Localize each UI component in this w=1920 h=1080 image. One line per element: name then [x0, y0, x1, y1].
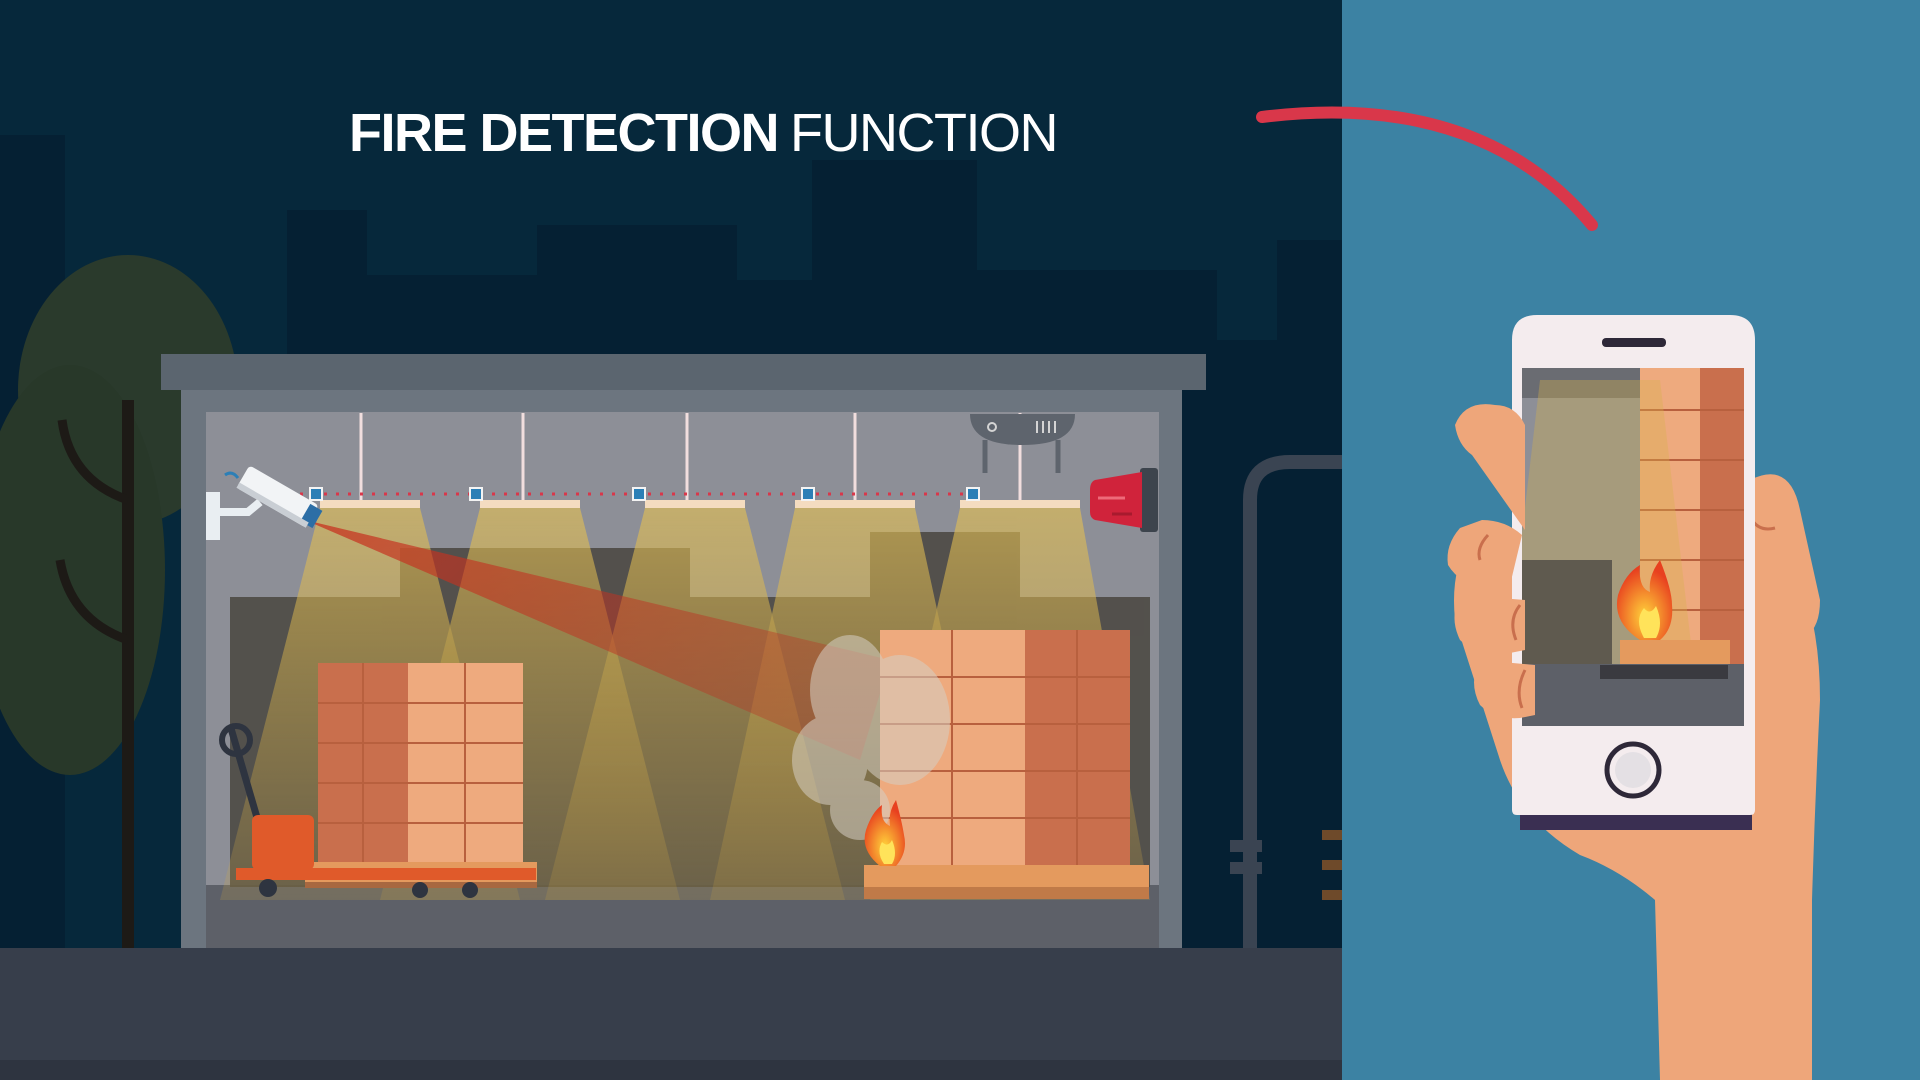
box-stack-left: [305, 663, 537, 888]
camera-detection-beam: [305, 520, 890, 760]
fire-icon: [864, 800, 905, 866]
signal-arc: [1256, 106, 1598, 231]
ground: [0, 948, 1342, 1080]
ceiling-lights: [320, 500, 1080, 508]
sensor-nodes: [309, 487, 980, 501]
siren-icon: [1090, 468, 1158, 532]
title-bold: FIRE DETECTION: [349, 103, 780, 163]
smartphone-icon[interactable]: [1500, 315, 1755, 830]
smoke-cloud-icon: [792, 635, 950, 840]
ceiling-rails: [359, 413, 1022, 500]
utility-pipe: [1230, 455, 1342, 950]
fingers: [1447, 404, 1535, 719]
phone-home-button[interactable]: [1604, 741, 1662, 799]
smoke-detector: [970, 414, 1075, 473]
warehouse-roof: [161, 354, 1206, 390]
pallet-jack: [219, 723, 536, 898]
title-light: FUNCTION: [790, 103, 1058, 163]
security-camera-icon: [206, 466, 323, 540]
